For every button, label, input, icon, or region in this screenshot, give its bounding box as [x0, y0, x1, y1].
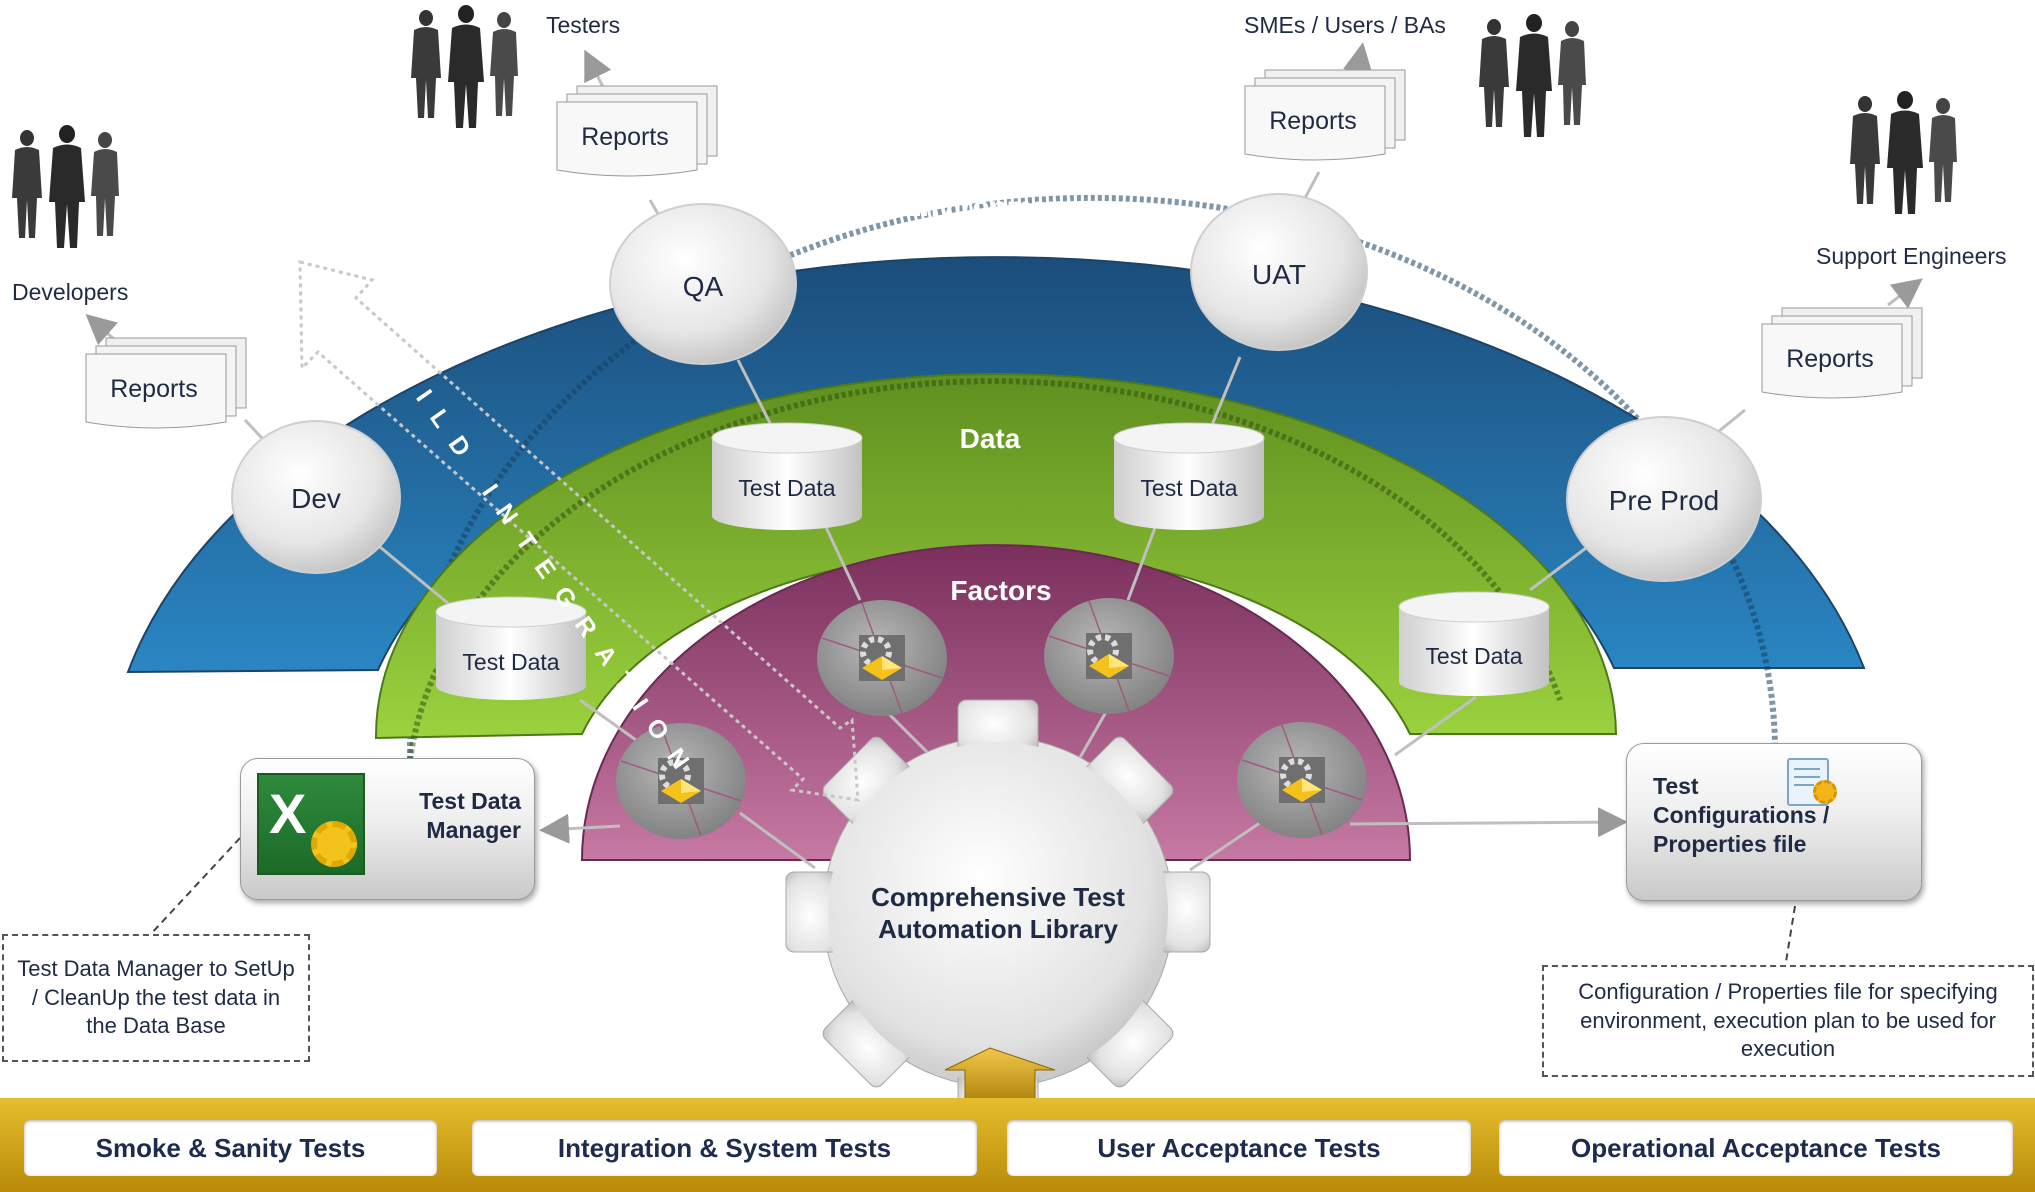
- factor-node-3: [1044, 598, 1174, 714]
- config-note: Configuration / Properties file for spec…: [1542, 965, 2034, 1077]
- developers-label: Developers: [12, 279, 128, 305]
- reports-stack-preprod[interactable]: Reports: [1761, 307, 1923, 399]
- integration-system-tests-button[interactable]: Integration & System Tests: [472, 1120, 977, 1176]
- test-config-card[interactable]: Test Configurations / Properties file: [1626, 743, 1922, 901]
- test-data-cylinder-3: Test Data: [1113, 422, 1265, 530]
- tdm-title-line1: Test Data: [419, 788, 521, 814]
- svg-text:Reports: Reports: [1269, 107, 1357, 135]
- testers-people-icon: [411, 5, 518, 128]
- svg-text:Pre Prod: Pre Prod: [1609, 485, 1720, 516]
- factor-node-2: [817, 600, 947, 716]
- support-engineers-label: Support Engineers: [1816, 243, 2007, 269]
- test-data-cylinder-4: Test Data: [1398, 591, 1550, 696]
- ring-title-data: Data: [960, 423, 1021, 454]
- factor-node-1: [616, 723, 746, 839]
- env-node-uat[interactable]: UAT: [1190, 193, 1368, 351]
- svg-text:Dev: Dev: [291, 483, 341, 514]
- smes-people-icon: [1479, 14, 1586, 137]
- env-node-preprod[interactable]: Pre Prod: [1566, 416, 1762, 582]
- config-title-line1: Test: [1653, 773, 1699, 799]
- reports-stack-qa[interactable]: Reports: [556, 85, 718, 177]
- tdm-title-line2: Manager: [426, 816, 521, 843]
- svg-text:UAT: UAT: [1252, 259, 1306, 290]
- ring-title-factors: Factors: [950, 575, 1051, 606]
- svg-text:Reports: Reports: [110, 375, 198, 403]
- svg-text:Reports: Reports: [1786, 345, 1874, 373]
- test-data-cylinder-1: Test Data: [435, 596, 587, 700]
- env-node-dev[interactable]: Dev: [231, 420, 401, 574]
- developers-people-icon: [12, 125, 119, 248]
- environment-track: [406, 194, 1778, 761]
- testers-label: Testers: [546, 12, 620, 38]
- config-title-line3: Properties file: [1653, 830, 1807, 857]
- test-data-manager-note: Test Data Manager to SetUp / CleanUp the…: [2, 934, 310, 1062]
- env-node-qa[interactable]: QA: [609, 203, 797, 365]
- data-track: [407, 378, 1563, 761]
- reports-stack-uat[interactable]: Reports: [1244, 69, 1406, 161]
- config-title-line2: Configurations /: [1653, 801, 1830, 828]
- svg-text:QA: QA: [683, 271, 724, 302]
- test-data-cylinder-2: Test Data: [711, 422, 863, 530]
- operational-acceptance-tests-button[interactable]: Operational Acceptance Tests: [1499, 1120, 2013, 1176]
- test-data-manager-card[interactable]: X Test Data Manager: [240, 758, 535, 900]
- ring-title-environment: Environment: [902, 191, 1073, 222]
- factor-node-4: [1237, 722, 1367, 838]
- svg-text:Test Data: Test Data: [462, 649, 559, 675]
- excel-gear-icon: X: [257, 773, 365, 875]
- core-library-gear[interactable]: Comprehensive Test Automation Library: [785, 699, 1211, 1125]
- svg-text:Automation Library: Automation Library: [878, 914, 1118, 944]
- svg-text:Comprehensive Test: Comprehensive Test: [871, 882, 1125, 912]
- config-file-icon: [1787, 758, 1837, 806]
- reports-stack-dev[interactable]: Reports: [85, 337, 247, 429]
- svg-text:Reports: Reports: [581, 123, 669, 151]
- svg-text:Test Data: Test Data: [738, 475, 835, 501]
- svg-text:Test Data: Test Data: [1140, 475, 1237, 501]
- smoke-sanity-tests-button[interactable]: Smoke & Sanity Tests: [24, 1120, 437, 1176]
- user-acceptance-tests-button[interactable]: User Acceptance Tests: [1007, 1120, 1471, 1176]
- smes-label: SMEs / Users / BAs: [1244, 12, 1446, 38]
- svg-text:Test Data: Test Data: [1425, 643, 1522, 669]
- support-people-icon: [1850, 91, 1957, 214]
